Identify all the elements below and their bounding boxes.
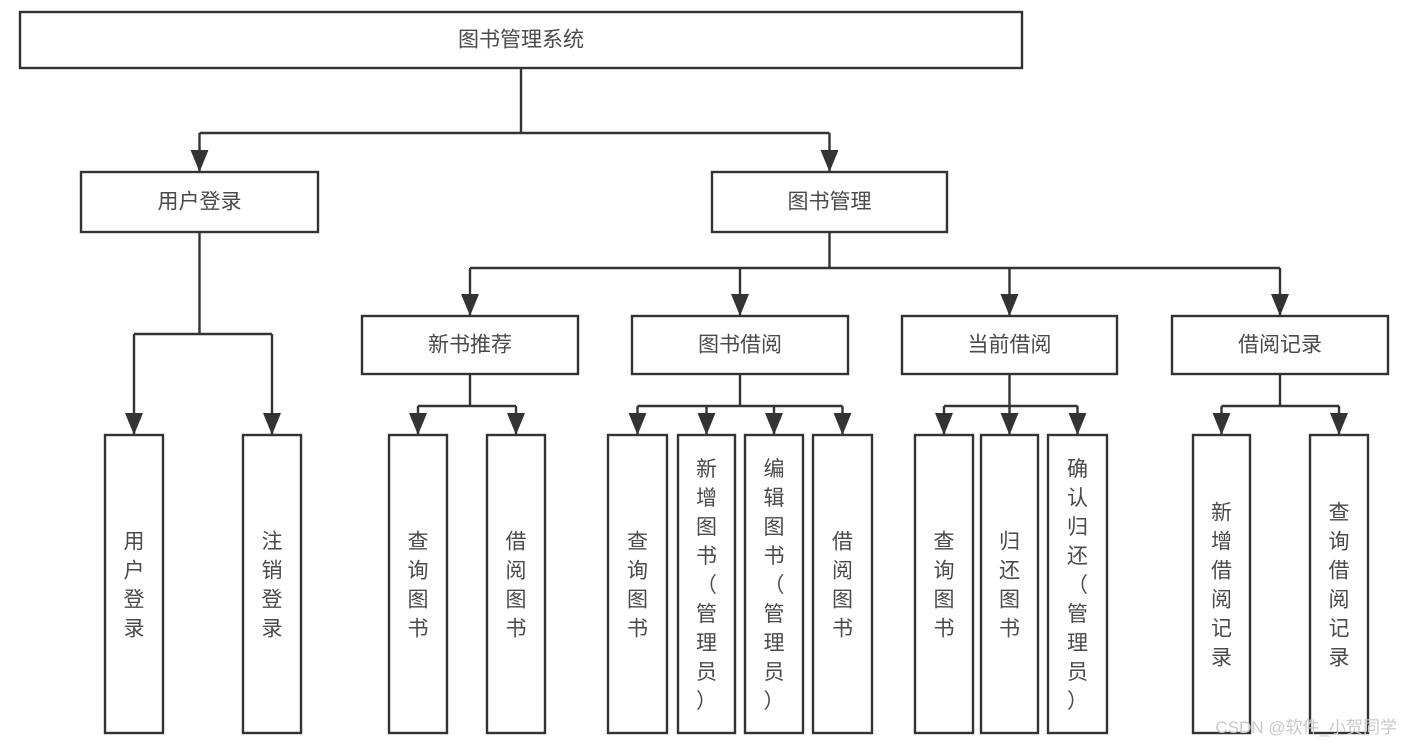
root-node-book-management-system[interactable]: 图书管理系统 (18, 10, 1024, 70)
leaf-node-10[interactable]: 确认归还（管理员） (1046, 433, 1109, 735)
leaf-node-12-rect[interactable] (1308, 433, 1370, 735)
arrow-heads (125, 150, 1348, 435)
leaf-node-6-label: 编辑图书（管理员） (764, 458, 785, 713)
arrow-to-level2-0 (190, 150, 209, 172)
leaf-node-5-label: 新增图书（管理员） (696, 458, 717, 713)
leaf-node-4[interactable]: 查询图书 (606, 433, 669, 735)
level3-node-3-rect[interactable] (1170, 314, 1390, 376)
level2-node-0-label: 用户登录 (158, 191, 242, 214)
arrow-to-level3-1 (731, 294, 749, 316)
leaf-node-8-label: 查询图书 (934, 531, 955, 641)
leaf-node-0[interactable]: 用户登录 (103, 433, 165, 735)
level3-node-2-rect[interactable] (900, 314, 1119, 376)
leaf-node-9-rect[interactable] (979, 433, 1040, 735)
arrow-to-leaf-2-2 (1068, 413, 1087, 435)
connector-lines (132, 68, 1341, 435)
arrow-to-leaf-2-1 (1000, 413, 1019, 435)
leaf-node-11[interactable]: 新增借阅记录 (1191, 433, 1252, 735)
leaf-node-3-rect[interactable] (485, 433, 547, 735)
leaf-node-1-label: 注销登录 (262, 531, 283, 641)
level3-node-0[interactable]: 新书推荐 (360, 314, 580, 376)
leaf-node-8[interactable]: 查询图书 (913, 433, 975, 735)
csdn-watermark: CSDN @软件_小贺同学 (1215, 718, 1397, 737)
arrow-to-login-leaf-1 (263, 413, 281, 435)
leaf-node-11-label: 新增借阅记录 (1211, 502, 1232, 670)
arrow-to-leaf-1-3 (833, 413, 852, 435)
leaf-node-10-label: 确认归还（管理员） (1067, 458, 1088, 713)
leaf-node-11-rect[interactable] (1191, 433, 1252, 735)
arrow-to-leaf-0-1 (507, 413, 525, 435)
root-node-book-management-system-label: 图书管理系统 (458, 29, 584, 52)
leaf-node-5[interactable]: 新增图书（管理员） (676, 433, 737, 735)
leaf-node-2[interactable]: 查询图书 (387, 433, 449, 735)
leaf-node-12[interactable]: 查询借阅记录 (1308, 433, 1370, 735)
leaf-node-9[interactable]: 归还图书 (979, 433, 1040, 735)
leaf-node-8-rect[interactable] (913, 433, 975, 735)
leaf-node-7-label: 借阅图书 (832, 531, 853, 641)
leaf-node-2-label: 查询图书 (408, 531, 429, 641)
leaf-node-6[interactable]: 编辑图书（管理员） (743, 433, 805, 735)
leaf-node-7-rect[interactable] (811, 433, 874, 735)
arrow-to-leaf-1-1 (697, 413, 716, 435)
leaf-node-3-label: 借阅图书 (506, 531, 527, 641)
level3-node-0-rect[interactable] (360, 314, 580, 376)
leaf-node-2-rect[interactable] (387, 433, 449, 735)
level2-node-0[interactable]: 用户登录 (79, 170, 320, 234)
leaf-node-12-label: 查询借阅记录 (1329, 502, 1350, 670)
level3-node-1[interactable]: 图书借阅 (630, 314, 850, 376)
level3-node-0-label: 新书推荐 (428, 334, 512, 357)
arrow-to-leaf-3-0 (1212, 413, 1231, 435)
arrow-to-leaf-1-0 (628, 413, 647, 435)
level3-node-1-rect[interactable] (630, 314, 850, 376)
level3-node-1-label: 图书借阅 (698, 334, 782, 357)
leaf-node-0-label: 用户登录 (124, 531, 145, 641)
arrow-to-level2-1 (820, 150, 839, 172)
level2-node-1[interactable]: 图书管理 (710, 170, 949, 234)
level3-node-3-label: 借阅记录 (1238, 334, 1322, 357)
leaf-node-6-rect[interactable] (743, 433, 805, 735)
leaf-node-3[interactable]: 借阅图书 (485, 433, 547, 735)
arrow-to-leaf-3-1 (1330, 413, 1348, 435)
level2-node-1-rect[interactable] (710, 170, 949, 234)
node-boxes: 图书管理系统用户登录图书管理新书推荐图书借阅当前借阅借阅记录用户登录注销登录查询… (18, 10, 1390, 735)
arrow-to-leaf-2-0 (935, 413, 953, 435)
leaf-node-9-label: 归还图书 (999, 531, 1020, 641)
level2-node-1-label: 图书管理 (788, 191, 872, 214)
leaf-node-0-rect[interactable] (103, 433, 165, 735)
leaf-node-10-rect[interactable] (1046, 433, 1109, 735)
leaf-node-1[interactable]: 注销登录 (241, 433, 303, 735)
level2-node-0-rect[interactable] (79, 170, 320, 234)
level3-node-2[interactable]: 当前借阅 (900, 314, 1119, 376)
arrow-to-level3-0 (461, 294, 479, 316)
leaf-node-4-rect[interactable] (606, 433, 669, 735)
arrow-to-level3-2 (1000, 294, 1019, 316)
leaf-node-5-rect[interactable] (676, 433, 737, 735)
level3-node-3[interactable]: 借阅记录 (1170, 314, 1390, 376)
arrow-to-level3-3 (1271, 294, 1289, 316)
root-node-book-management-system-rect[interactable] (18, 10, 1024, 70)
arrow-to-login-leaf-0 (125, 413, 143, 435)
leaf-node-4-label: 查询图书 (627, 531, 648, 641)
leaf-node-1-rect[interactable] (241, 433, 303, 735)
arrow-to-leaf-1-2 (765, 413, 783, 435)
leaf-node-7[interactable]: 借阅图书 (811, 433, 874, 735)
arrow-to-leaf-0-0 (409, 413, 427, 435)
level3-node-2-label: 当前借阅 (968, 334, 1052, 357)
